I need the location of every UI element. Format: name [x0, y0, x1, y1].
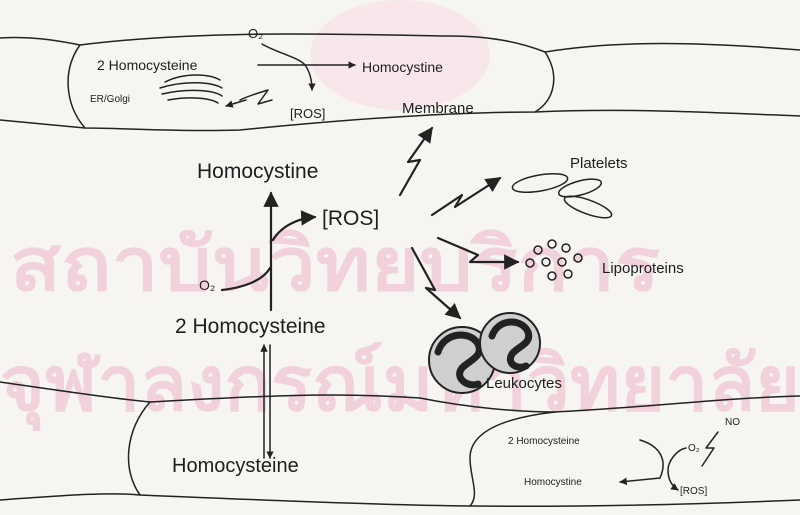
- watermark-line-1: สถาบันวิทยบริการ: [10, 222, 660, 308]
- top-o2-branch-arrow: [262, 44, 312, 90]
- top-ros-label: [ROS]: [290, 106, 325, 121]
- top-cell-edge-right-upper: [545, 44, 800, 53]
- bottom-no-label: NO: [725, 417, 740, 428]
- center-homocystine-label: Homocystine: [197, 160, 318, 183]
- bottom-ros-arrow: [668, 448, 686, 490]
- center-homocysteine-label: Homocysteine: [172, 455, 299, 477]
- top-cell-edge-left-lower: [0, 120, 85, 128]
- bottom-homocystine-label: Homocystine: [524, 477, 582, 488]
- bottom-homocystine-arrow: [620, 440, 663, 482]
- bottom-cell-contents: 2 Homocysteine O₂ NO Homocystine [ROS]: [508, 417, 740, 497]
- membrane-label: Membrane: [402, 100, 474, 117]
- top-ros-bolt: [240, 90, 272, 104]
- center-homocysteine-2-label: 2 Homocysteine: [175, 315, 326, 338]
- platelets-label: Platelets: [570, 155, 628, 172]
- top-er-golgi-label: ER/Golgi: [90, 94, 130, 105]
- ros-bolt-platelets: [432, 178, 500, 215]
- center-ros-label: [ROS]: [322, 207, 379, 230]
- central-pathway: Homocystine [ROS] O₂ 2 Homocysteine Homo…: [172, 160, 379, 477]
- bottom-no-bolt: [702, 432, 718, 466]
- platelets: Platelets: [511, 155, 628, 222]
- platelet: [562, 192, 614, 222]
- top-ros-bolt-arrow: [226, 100, 246, 106]
- leukocytes-label: Leukocytes: [486, 375, 562, 392]
- er-golgi-stack: [168, 98, 218, 103]
- top-homocysteine-label: 2 Homocysteine: [97, 57, 198, 73]
- top-o2-label: O₂: [248, 26, 263, 41]
- er-golgi-stack: [162, 90, 222, 96]
- ros-bolt-membrane: [400, 128, 432, 195]
- lipoproteins-label: Lipoproteins: [602, 260, 684, 277]
- center-o2-label: O₂: [199, 277, 215, 293]
- top-homocystine-label: Homocystine: [362, 59, 443, 75]
- bottom-o2-label: O₂: [688, 443, 700, 454]
- er-golgi-stack: [160, 83, 222, 88]
- watermark-seal: [310, 0, 490, 110]
- er-golgi-organelle: [160, 75, 222, 103]
- platelet: [511, 170, 569, 195]
- er-golgi-stack: [165, 75, 220, 82]
- top-cell-edge-right-lower: [535, 110, 800, 116]
- bottom-ros-label: [ROS]: [680, 486, 707, 497]
- watermark-line-2: จุฬาลงกรณ์มหาวิทยาลัย: [0, 339, 800, 432]
- top-cell-edge-left: [0, 37, 80, 45]
- bottom-homocysteine-label: 2 Homocysteine: [508, 436, 580, 447]
